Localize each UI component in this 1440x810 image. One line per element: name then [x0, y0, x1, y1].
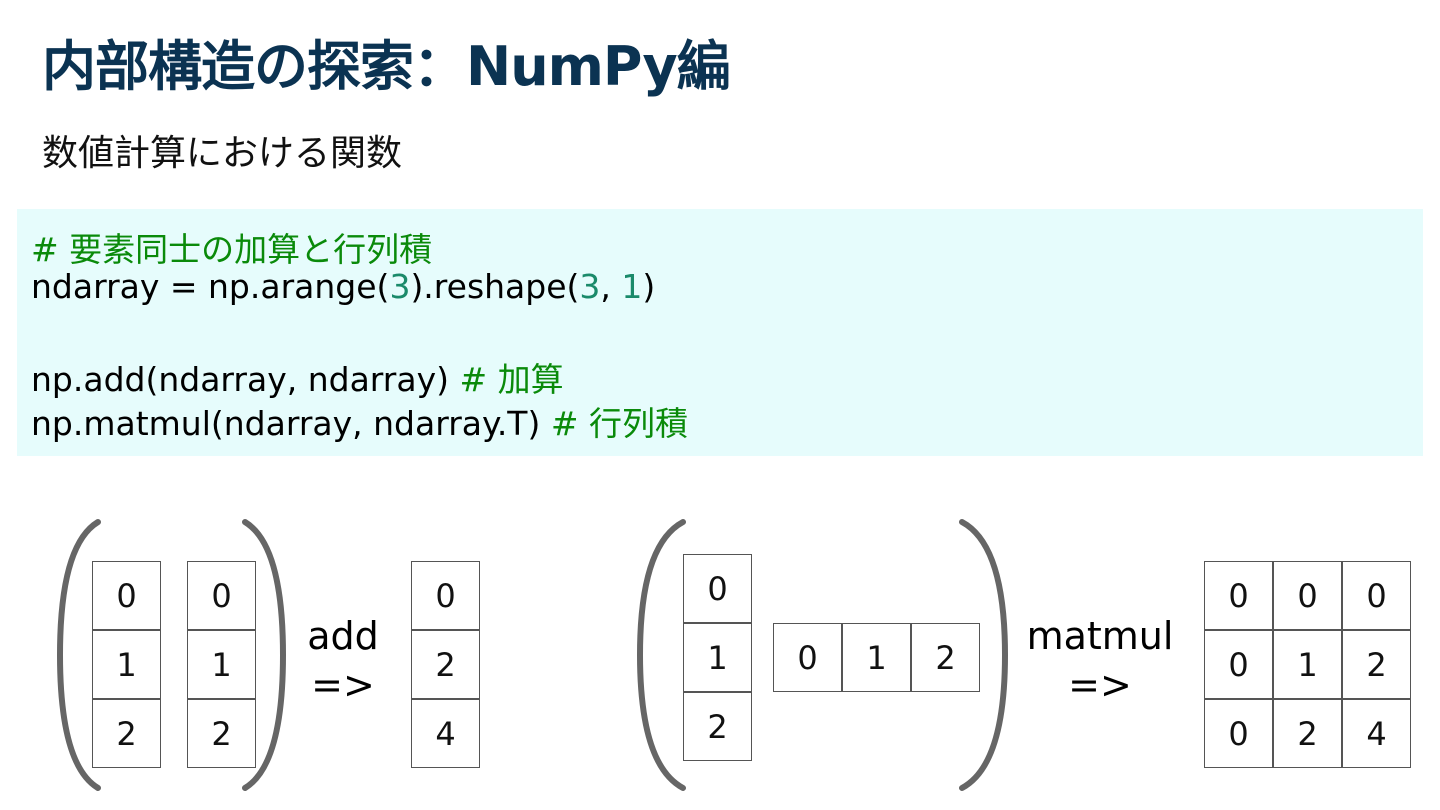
- result-cell: 0: [411, 561, 480, 630]
- matrix-cell: 2: [911, 623, 980, 692]
- matrix-cell: 0: [683, 554, 752, 623]
- add-right-paren: [242, 519, 287, 791]
- result-cell: 4: [1342, 699, 1411, 768]
- result-cell: 2: [1342, 630, 1411, 699]
- result-cell: 4: [411, 699, 480, 768]
- matmul-arrow: =>: [1068, 663, 1132, 707]
- result-cell: 1: [1273, 630, 1342, 699]
- add-arrow: =>: [311, 663, 375, 707]
- matrix-cell: 1: [842, 623, 911, 692]
- result-cell: 0: [1342, 561, 1411, 630]
- matrix-cell: 2: [187, 699, 256, 768]
- matrix-cell: 0: [92, 561, 161, 630]
- code-block: # 要素同士の加算と行列積 ndarray = np.arange(3).res…: [17, 209, 1423, 456]
- page-title: 内部構造の探索：NumPy編: [42, 35, 731, 98]
- result-cell: 0: [1204, 561, 1273, 630]
- matrix-cell: 2: [92, 699, 161, 768]
- matmul-op-label: matmul: [1026, 614, 1174, 658]
- matrix-cell: 1: [92, 630, 161, 699]
- add-op-label: add: [307, 614, 379, 658]
- page-subtitle: 数値計算における関数: [42, 133, 403, 174]
- result-cell: 2: [1273, 699, 1342, 768]
- code-line-matmul: np.matmul(ndarray, ndarray.T) # 行列積: [31, 404, 688, 443]
- matrix-cell: 0: [187, 561, 256, 630]
- result-cell: 0: [1273, 561, 1342, 630]
- result-cell: 0: [1204, 699, 1273, 768]
- matrix-cell: 1: [683, 623, 752, 692]
- matmul-left-paren: [636, 519, 686, 791]
- matmul-right-paren: [959, 519, 1009, 791]
- matrix-cell: 0: [773, 623, 842, 692]
- add-left-paren: [56, 519, 101, 791]
- result-cell: 2: [411, 630, 480, 699]
- code-line-arange: ndarray = np.arange(3).reshape(3, 1): [31, 267, 656, 306]
- matrix-cell: 1: [187, 630, 256, 699]
- code-comment: # 要素同士の加算と行列積: [31, 230, 433, 269]
- result-cell: 0: [1204, 630, 1273, 699]
- code-line-add: np.add(ndarray, ndarray) # 加算: [31, 360, 564, 399]
- matrix-cell: 2: [683, 692, 752, 761]
